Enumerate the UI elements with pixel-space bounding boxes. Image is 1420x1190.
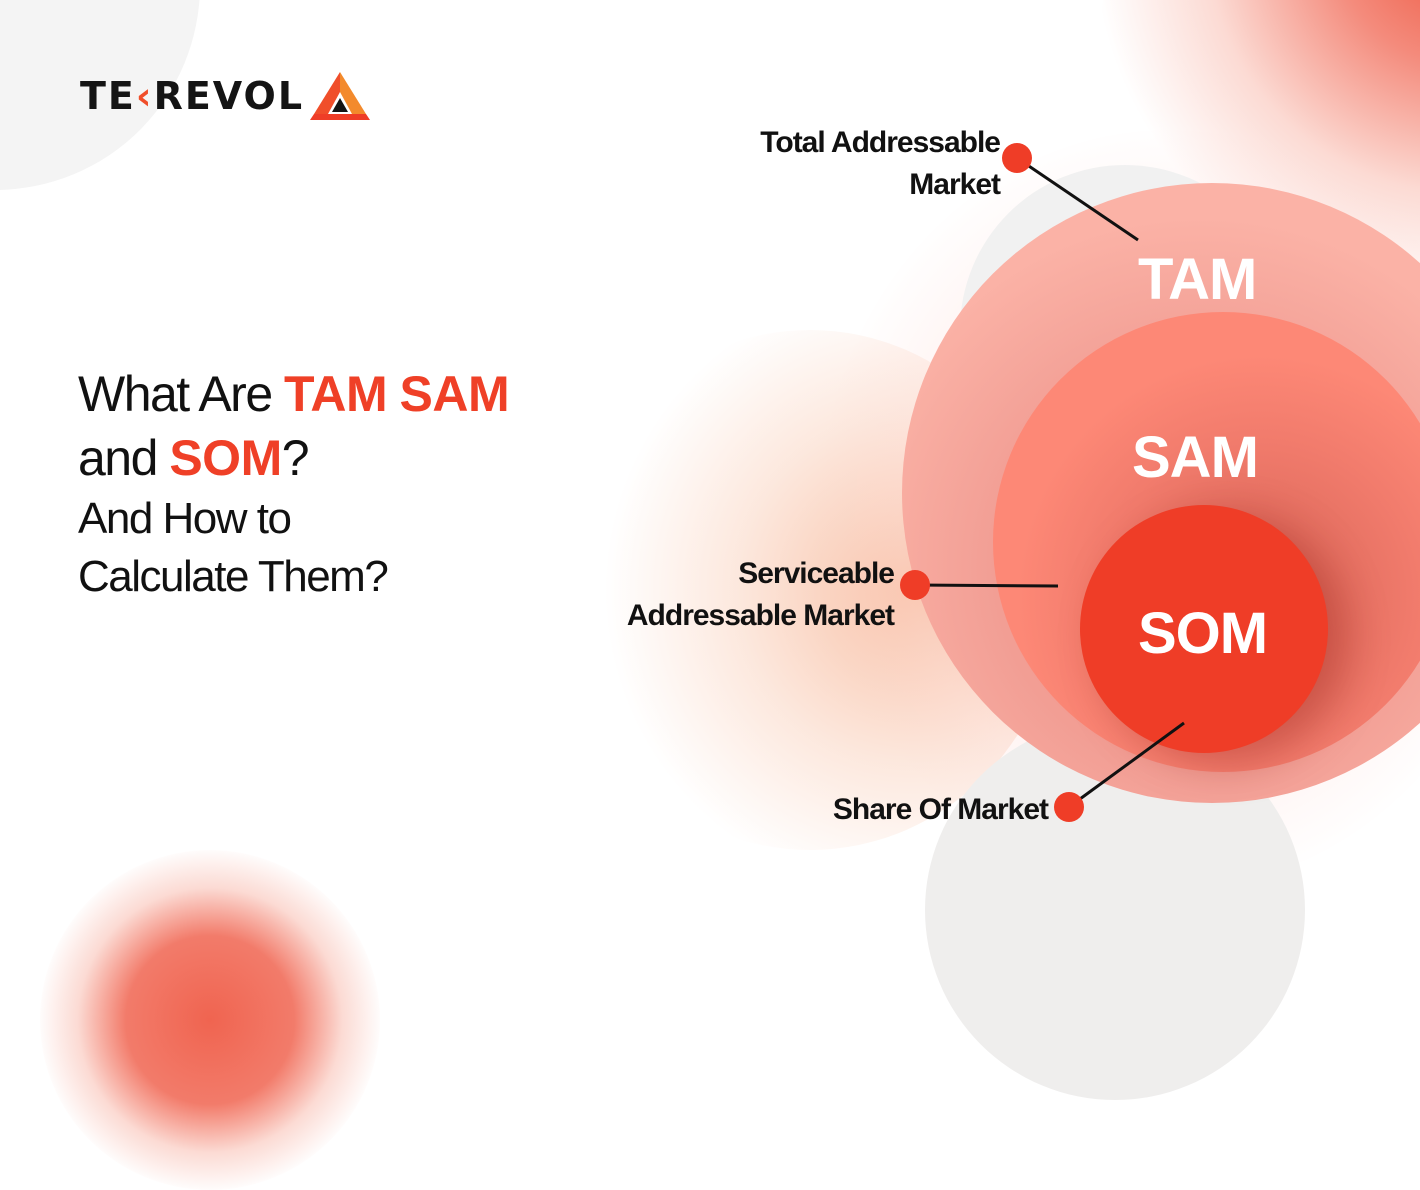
brand-wordmark-k: ‹ xyxy=(135,74,154,118)
tam-callout-dot xyxy=(1002,143,1032,173)
som-callout-line-1: Share Of Market xyxy=(832,793,1049,826)
title-text: ? xyxy=(281,430,310,486)
title-line-1: What Are TAM SAM xyxy=(78,362,510,426)
sam-callout-dot xyxy=(900,570,930,600)
triangle-logo-icon xyxy=(310,72,371,120)
brand-logo: TE‹REVOL xyxy=(80,70,372,122)
tam-callout-line-2: Market xyxy=(909,168,1001,201)
som-callout-label: Share Of Market xyxy=(770,789,1049,831)
som-circle xyxy=(1080,505,1328,753)
title-highlight-tam: TAM xyxy=(284,366,388,422)
title-line-4: Calculate Them? xyxy=(78,552,389,601)
background-glow-bottomleft xyxy=(40,850,380,1190)
brand-wordmark: TE‹REVOL xyxy=(80,74,304,118)
tam-circle-label: TAM xyxy=(1138,247,1257,312)
tam-callout-line-1: Total Addressable xyxy=(760,126,1001,159)
sam-callout-line-2: Addressable Market xyxy=(626,599,895,632)
title-line-3: And How to xyxy=(78,494,292,543)
som-circle-label: SOM xyxy=(1138,601,1268,666)
som-callout-dot xyxy=(1054,792,1084,822)
page-title: What Are TAM SAM and SOM? And How to Cal… xyxy=(78,362,510,606)
title-highlight-som: SOM xyxy=(169,430,282,486)
title-separator xyxy=(387,366,399,422)
title-highlight-sam: SAM xyxy=(399,366,510,422)
sam-callout-label: Serviceable Addressable Market xyxy=(560,553,895,637)
title-text: What Are xyxy=(78,366,285,422)
sam-callout-line-1: Serviceable xyxy=(738,557,895,590)
brand-wordmark-prefix: TE xyxy=(80,74,136,118)
sam-circle-label: SAM xyxy=(1132,425,1259,490)
brand-wordmark-suffix: REVOL xyxy=(153,74,305,118)
title-line-2: and SOM? xyxy=(78,426,509,490)
tam-callout-label: Total Addressable Market xyxy=(700,122,1001,206)
title-text: and xyxy=(78,430,170,486)
